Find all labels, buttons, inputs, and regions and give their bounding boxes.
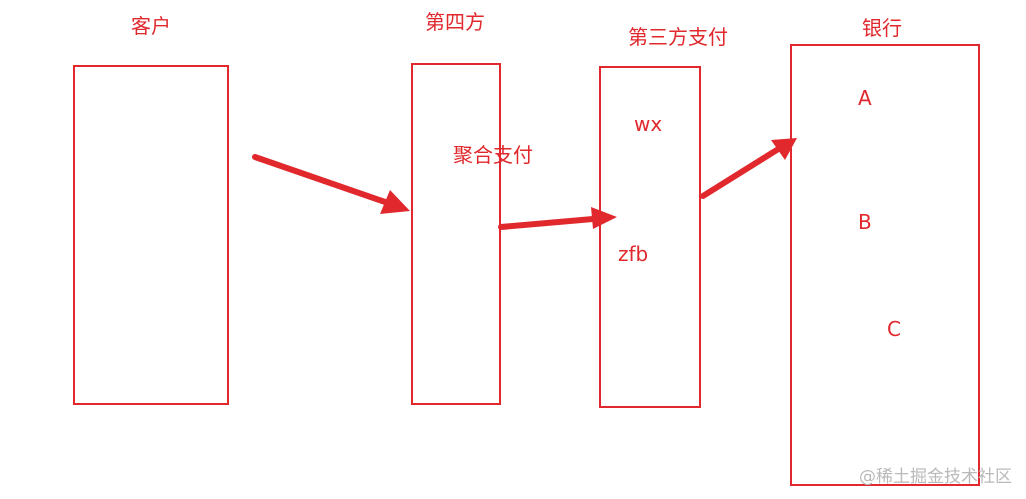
- arrow-fourth-to-third-party-head: [591, 207, 617, 229]
- third-party-box: [599, 66, 701, 408]
- arrow-customer-to-fourth-party-shaft: [252, 154, 391, 206]
- arrow-fourth-to-third-party-shaft: [498, 216, 596, 230]
- customer-title: 客户: [131, 14, 171, 38]
- watermark: @稀土掘金技术社区: [859, 467, 1012, 487]
- bank-title: 银行: [862, 16, 902, 40]
- arrow-third-party-to-bank-shaft: [700, 145, 783, 199]
- bank-item-b: B: [858, 210, 872, 234]
- third-party-item-wx: wx: [634, 112, 663, 136]
- fourth-party-title: 第四方: [425, 10, 485, 34]
- bank-item-a: A: [858, 86, 872, 110]
- arrow-customer-to-fourth-party-head: [380, 190, 410, 214]
- aggregate-payment-label: 聚合支付: [453, 143, 533, 167]
- arrow-third-party-to-bank-head: [771, 138, 797, 160]
- customer-box: [73, 65, 229, 405]
- third-party-item-zfb: zfb: [618, 242, 649, 266]
- bank-item-c: C: [887, 317, 901, 341]
- third-party-title: 第三方支付: [628, 25, 728, 49]
- bank-box: [790, 44, 980, 486]
- fourth-party-box: [411, 63, 501, 405]
